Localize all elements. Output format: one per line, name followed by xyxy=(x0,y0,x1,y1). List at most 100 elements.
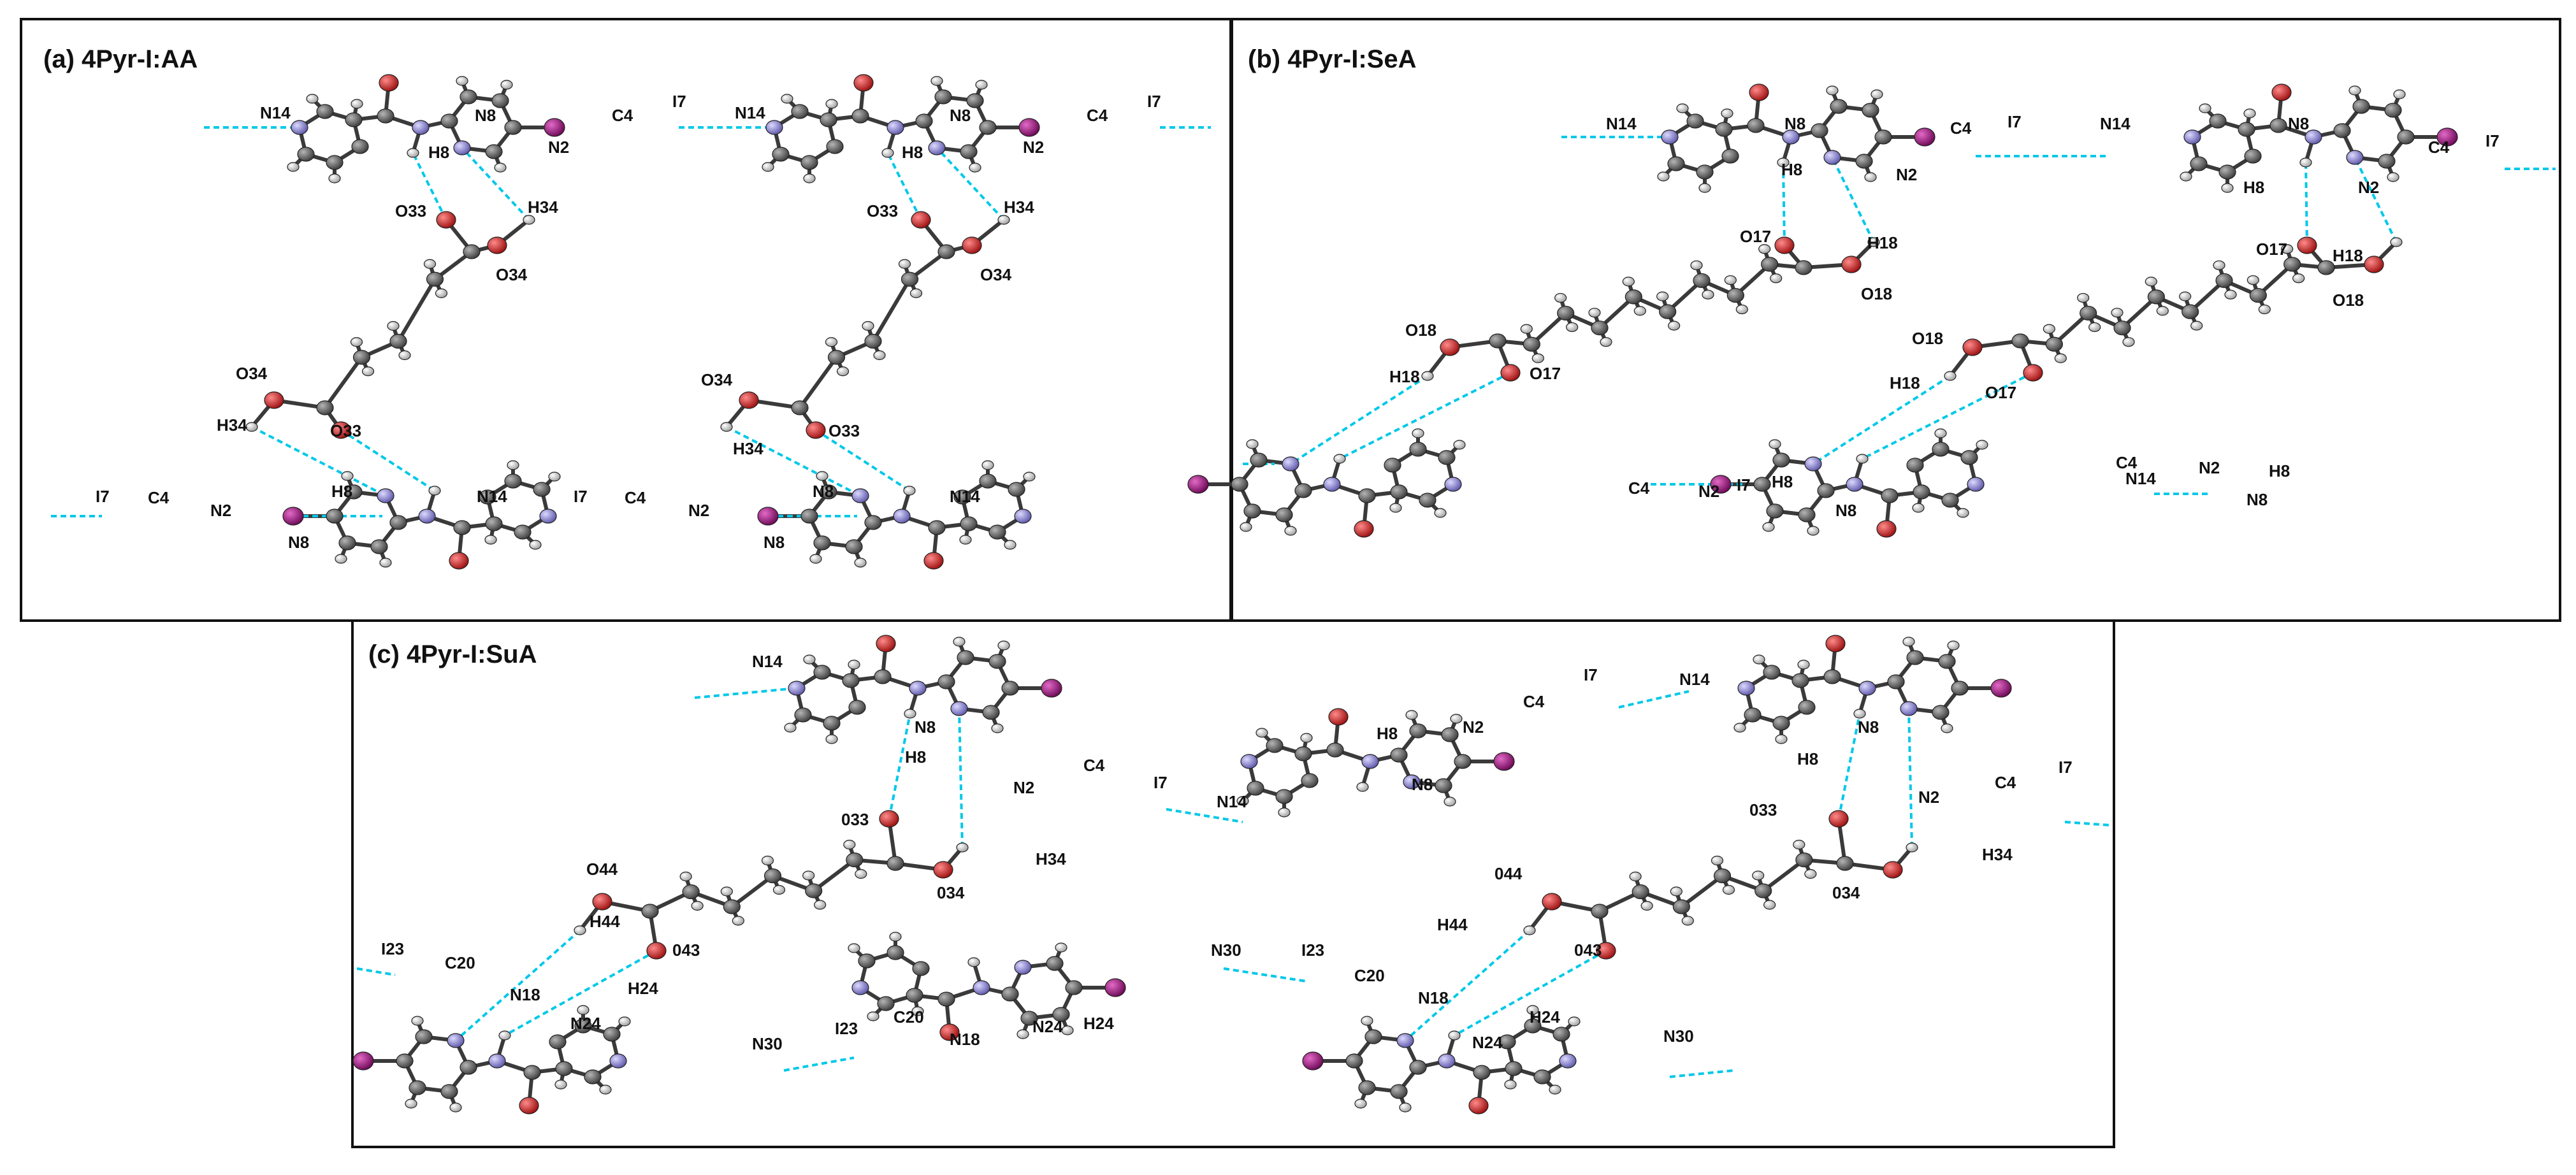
carbon-atom xyxy=(723,899,741,914)
atom-label: O18 xyxy=(1912,329,1943,348)
atom-label: 033 xyxy=(841,810,869,829)
carbon-atom xyxy=(1409,723,1427,739)
carbon-atom xyxy=(345,112,363,127)
atom-label: N14 xyxy=(2125,469,2156,488)
oxygen-atom xyxy=(2271,83,2292,101)
carbon-atom xyxy=(1505,1061,1523,1076)
atom-label: 033 xyxy=(1749,800,1777,819)
hydrogen-atom xyxy=(2224,289,2237,299)
atom-label: N2 xyxy=(548,138,569,157)
hydrogen-atom xyxy=(1976,440,1988,450)
atom-label: N14 xyxy=(2100,114,2131,133)
carbon-atom xyxy=(2215,273,2233,288)
iodine-atom xyxy=(757,507,779,526)
carbon-atom xyxy=(846,852,864,868)
carbon-atom xyxy=(345,484,363,500)
oxygen-atom xyxy=(2297,236,2317,254)
hydrogen-atom xyxy=(1753,654,1765,665)
carbon-atom xyxy=(1906,458,1924,473)
hydrogen-atom xyxy=(1947,640,1960,651)
carbon-atom xyxy=(842,673,860,688)
hydrogen-atom xyxy=(1633,306,1646,316)
atom-label: N14 xyxy=(260,103,291,122)
oxygen-atom xyxy=(2364,256,2384,273)
carbon-atom xyxy=(555,1061,573,1076)
hydrogen-atom xyxy=(825,99,838,109)
atom-label: C20 xyxy=(1354,966,1385,985)
hydrogen-atom xyxy=(1448,1030,1461,1041)
atom-label: H24 xyxy=(1083,1014,1114,1033)
hydrogen-atom xyxy=(2299,157,2312,168)
atom-label: H24 xyxy=(628,979,658,998)
nitrogen-atom xyxy=(1240,754,1258,769)
atom-label: H34 xyxy=(1036,849,1066,869)
hydrogen-bond-contact xyxy=(454,929,581,1042)
hydrogen-atom xyxy=(2247,275,2259,285)
hydrogen-atom xyxy=(2111,308,2124,318)
hydrogen-atom xyxy=(435,288,448,298)
hydrogen-atom xyxy=(548,472,561,482)
atom-label: C4 xyxy=(1628,479,1650,498)
hydrogen-atom xyxy=(2221,183,2234,193)
oxygen-atom xyxy=(1440,338,1460,356)
nitrogen-atom xyxy=(291,120,308,135)
carbon-atom xyxy=(763,868,782,884)
hydrogen-atom xyxy=(2088,322,2101,333)
carbon-atom xyxy=(1791,673,1809,688)
carbon-atom xyxy=(2218,164,2236,180)
hydrogen-atom xyxy=(1807,526,1820,536)
hydrogen-atom xyxy=(1405,710,1418,720)
atom-label: N8 xyxy=(1858,717,1879,737)
atom-label: 043 xyxy=(1574,941,1602,960)
carbon-atom xyxy=(574,1018,592,1034)
hydrogen-atom xyxy=(498,1030,511,1041)
hydrogen-atom xyxy=(1568,1016,1581,1027)
covalent-bond xyxy=(871,277,912,343)
carbon-atom xyxy=(1231,477,1248,492)
atom-label: H8 xyxy=(1781,160,1802,179)
iodine-atom xyxy=(1041,679,1062,698)
oxygen-atom xyxy=(646,942,667,960)
carbon-atom xyxy=(1438,450,1456,465)
hydrogen-atom xyxy=(1867,237,1880,247)
hydrogen-atom xyxy=(2390,237,2403,247)
nitrogen-atom xyxy=(2305,129,2322,145)
hydrogen-bond-contact xyxy=(1812,375,1951,465)
hydrogen-atom xyxy=(387,321,400,331)
nitrogen-atom xyxy=(909,681,927,696)
atom-label: I7 xyxy=(672,92,686,111)
hydrogen-atom xyxy=(428,486,441,496)
hydrogen-atom xyxy=(1902,637,1915,647)
hydrogen-atom xyxy=(1906,842,1918,853)
carbon-atom xyxy=(901,271,919,287)
hydrogen-atom xyxy=(2258,304,2271,315)
carbon-atom xyxy=(845,539,863,554)
carbon-atom xyxy=(1772,452,1790,468)
iodine-atom xyxy=(282,507,304,526)
hydrogen-bond-contact xyxy=(783,1056,855,1072)
oxygen-atom xyxy=(1354,520,1374,538)
carbon-atom xyxy=(988,524,1006,540)
atom-label: N14 xyxy=(752,652,783,671)
carbon-atom xyxy=(960,144,978,159)
hydrogen-bond-contact xyxy=(251,426,386,497)
hydrogen-atom xyxy=(2348,85,2361,96)
oxygen-atom xyxy=(1825,635,1846,652)
hydrogen-bond-contact xyxy=(694,687,797,699)
carbon-atom xyxy=(1830,99,1848,114)
carbon-atom xyxy=(1932,442,1950,457)
hydrogen-bond-contact xyxy=(2354,157,2398,243)
carbon-atom xyxy=(440,113,458,129)
hydrogen-atom xyxy=(809,554,822,564)
carbon-atom xyxy=(1836,856,1854,871)
atom-label: C4 xyxy=(148,488,170,507)
hydrogen-atom xyxy=(407,148,419,158)
hydrogen-atom xyxy=(1856,454,1869,464)
carbon-atom xyxy=(2182,304,2199,319)
hydrogen-atom xyxy=(405,1099,417,1109)
nitrogen-atom xyxy=(893,508,911,524)
nitrogen-atom xyxy=(412,120,430,135)
atom-label: N18 xyxy=(950,1030,980,1049)
atom-label: N2 xyxy=(1896,165,1917,184)
carbon-atom xyxy=(1798,700,1816,715)
